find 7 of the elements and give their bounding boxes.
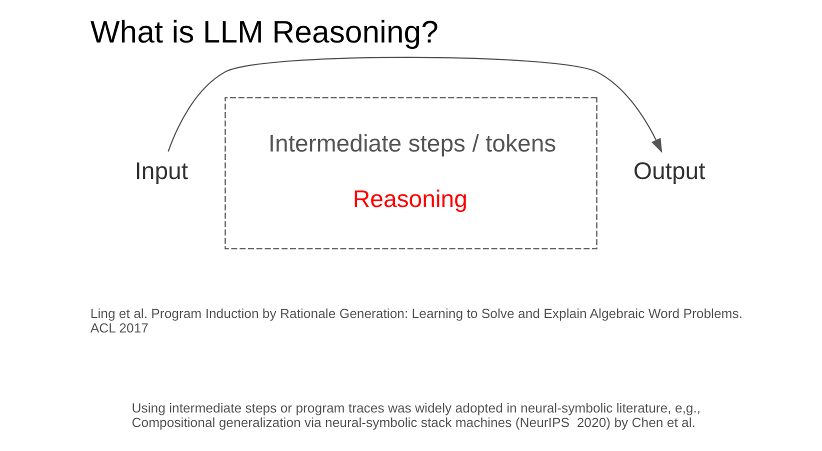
- diagram-title: What is LLM Reasoning?: [90, 14, 438, 50]
- node-box: Intermediate steps / tokens Reasoning: [224, 97, 598, 250]
- node-text: Output: [633, 158, 706, 186]
- arrow: [168, 56, 662, 154]
- label: Using intermediate steps or program traces was widely adopted in neural-symbolic literature, e,g., Compositional generalization via neural-symbolic stack machines (NeurIPS 2020) by Chen et al.: [132, 400, 701, 430]
- node-text: Input: [134, 158, 188, 186]
- label: Ling et al. Program Induction by Rationale Generation: Learning to Solve and Explain Algebraic Word Problems. ACL 2017: [90, 306, 743, 336]
